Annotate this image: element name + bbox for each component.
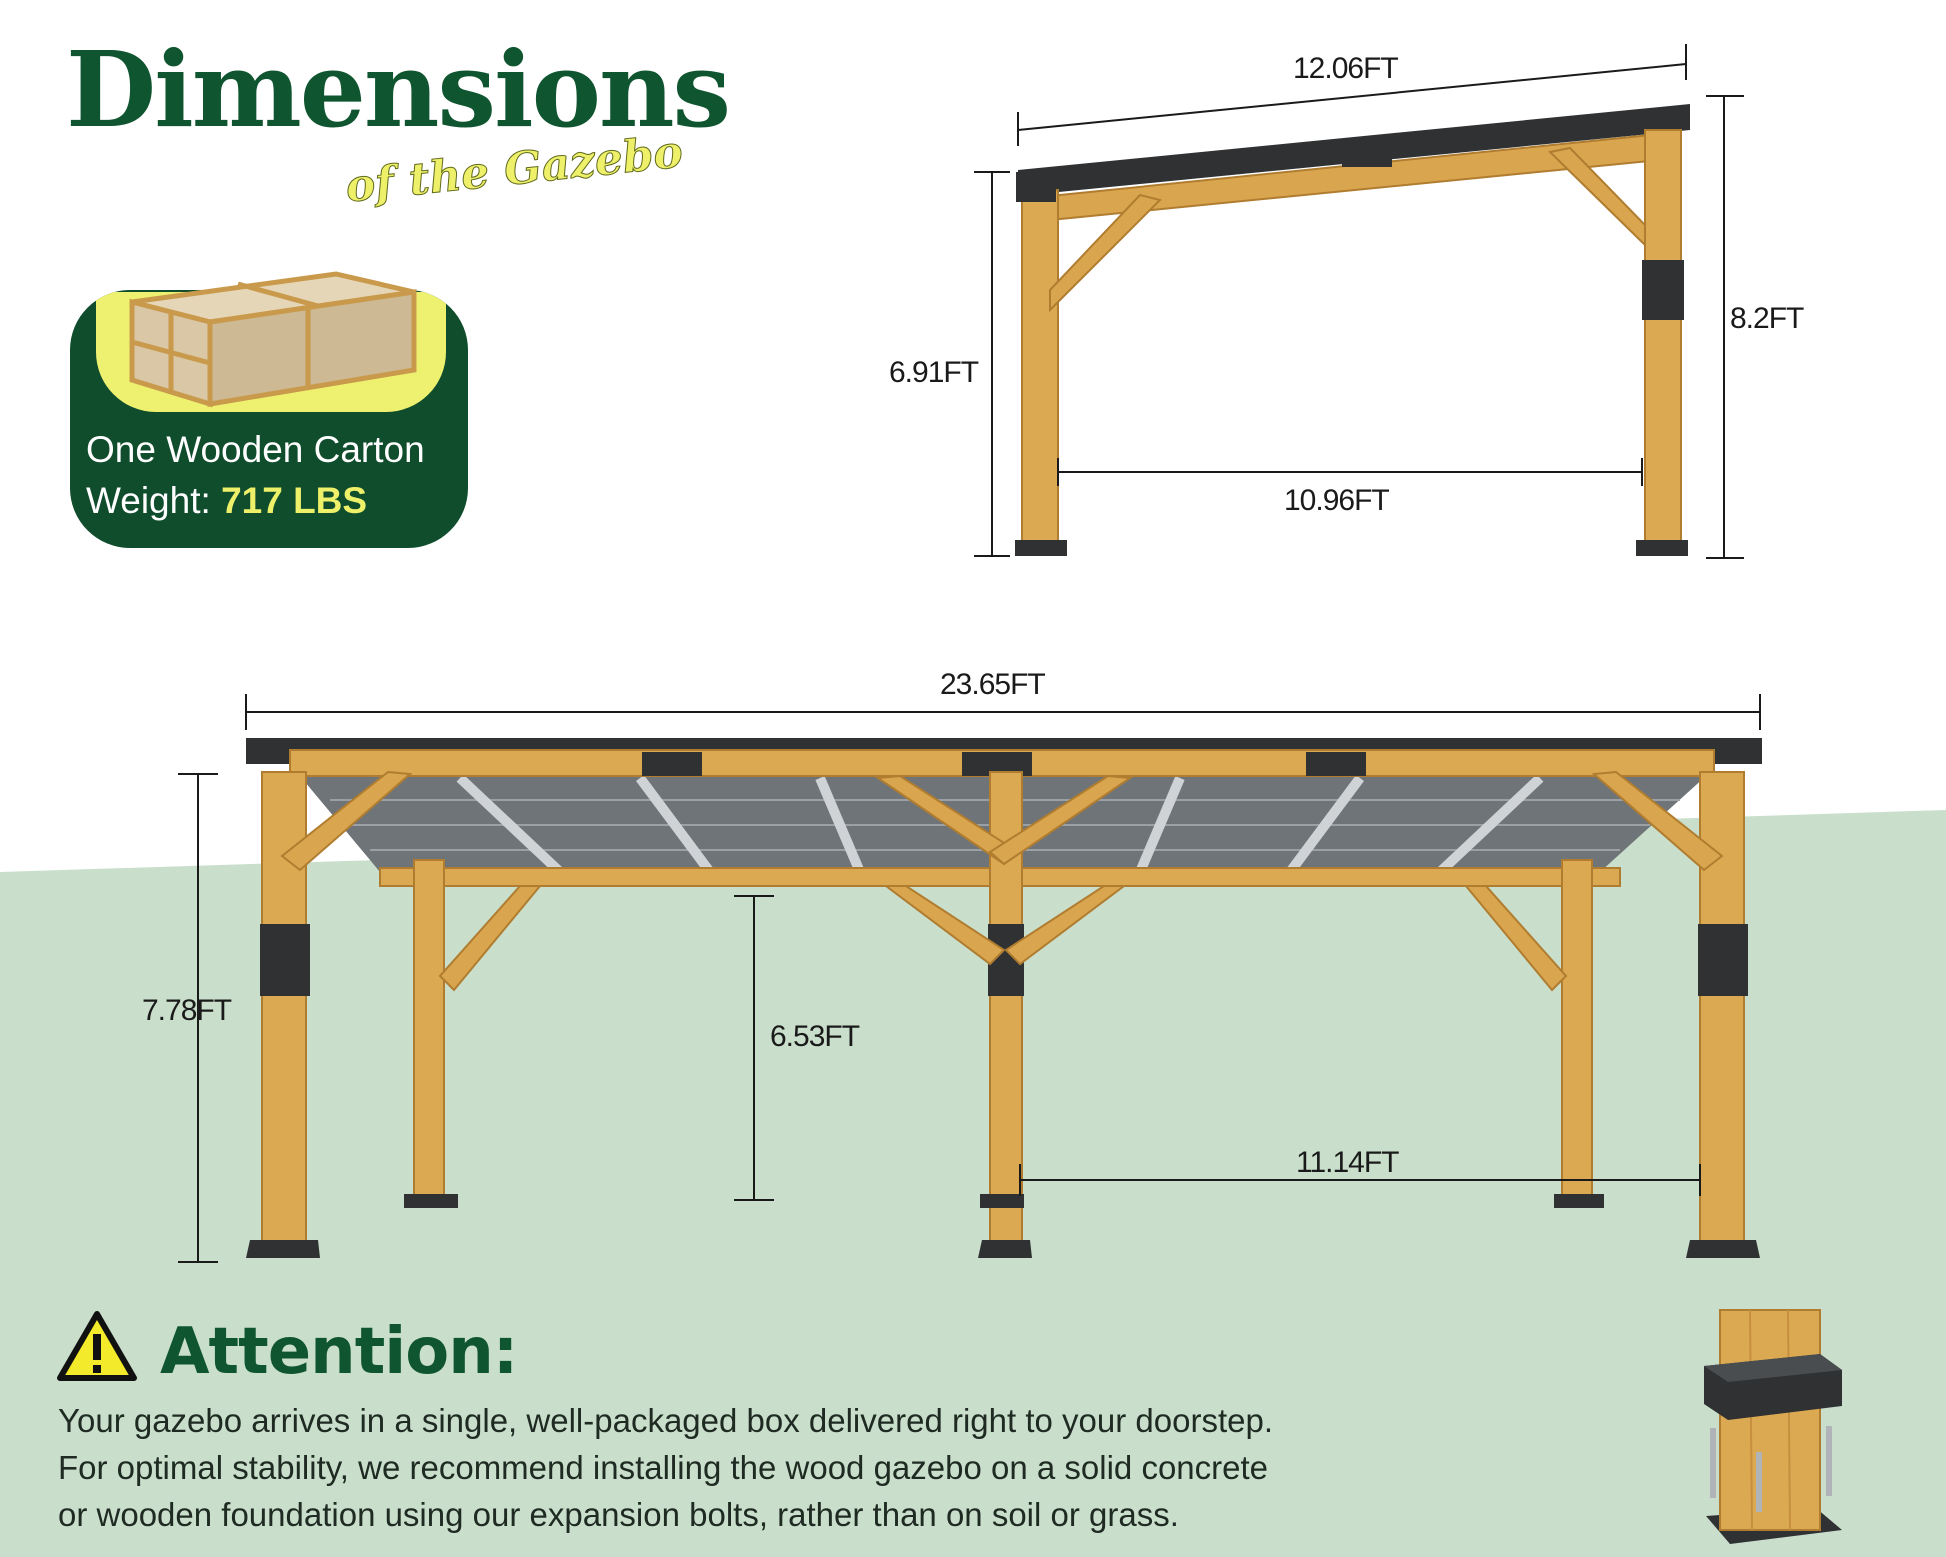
carton-weight: Weight: 717 LBS [86, 475, 425, 526]
attention-line: or wooden foundation using our expansion… [58, 1496, 1179, 1533]
carton-label: One Wooden Carton [86, 429, 425, 470]
attention-line: For optimal stability, we recommend inst… [58, 1449, 1269, 1486]
wooden-carton-icon [129, 271, 417, 408]
weight-label: Weight: [86, 480, 211, 522]
attention-heading: Attention: [160, 1315, 518, 1389]
dim-front-length: 23.65FT [940, 668, 1046, 701]
dim-front-clearance: 6.53FT [770, 1020, 860, 1053]
page-title: Dimensions [66, 28, 731, 151]
dim-side-width: 12.06FT [1293, 52, 1399, 85]
dim-front-height: 7.78FT [142, 994, 232, 1027]
carton-info: One Wooden Carton Weight: 717 LBS [86, 424, 425, 526]
dim-side-low-height: 6.91FT [889, 356, 979, 389]
attention-body: Your gazebo arrives in a single, well-pa… [58, 1397, 1478, 1538]
warning-icon [57, 1311, 137, 1381]
gazebo-side-view-diagram [974, 44, 1744, 559]
dim-side-span: 10.96FT [1284, 484, 1390, 517]
dim-side-high-height: 8.2FT [1730, 302, 1804, 335]
weight-value: 717 LBS [221, 480, 368, 522]
post-base-detail-image [1704, 1309, 1842, 1544]
attention-line: Your gazebo arrives in a single, well-pa… [58, 1402, 1273, 1439]
gazebo-front-view-diagram [178, 694, 1762, 1263]
dim-front-post-span: 11.14FT [1296, 1146, 1399, 1179]
